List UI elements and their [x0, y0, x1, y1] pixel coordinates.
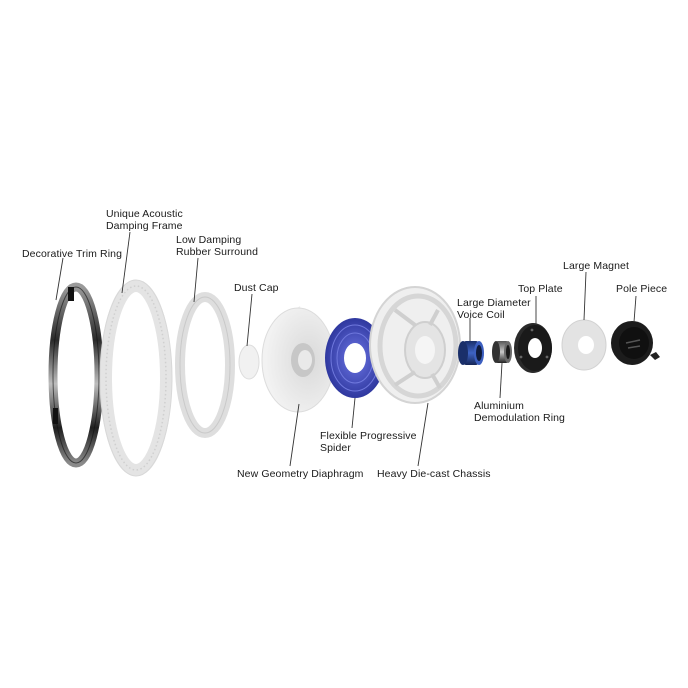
leader-diaphragm	[289, 403, 300, 467]
label-surround-line1: Low Damping	[176, 234, 242, 246]
label-diaphragm: New Geometry Diaphragm	[237, 468, 364, 480]
label-chassis: Heavy Die-cast Chassis	[377, 468, 491, 480]
demodulation-ring	[492, 341, 512, 363]
label-damping-frame-line2: Damping Frame	[106, 220, 183, 232]
voice-coil	[458, 341, 484, 365]
decorative-trim-ring	[48, 282, 104, 468]
leader-trim-ring	[55, 257, 64, 301]
label-voice-coil: Large Diameter Voice Coil	[457, 297, 531, 321]
leader-chassis	[417, 402, 429, 467]
leader-lines	[55, 231, 637, 467]
leader-spider	[351, 397, 356, 429]
leader-damping-frame	[121, 231, 131, 294]
pole-piece	[611, 321, 660, 365]
label-damping-frame: Unique Acoustic Damping Frame	[106, 208, 183, 232]
label-dust-cap: Dust Cap	[234, 282, 279, 294]
label-demod-ring: Aluminium Demodulation Ring	[474, 400, 565, 424]
die-cast-chassis	[369, 286, 461, 404]
leader-magnet	[583, 271, 587, 321]
label-top-plate: Top Plate	[518, 283, 563, 295]
acoustic-damping-frame	[99, 279, 173, 477]
label-magnet: Large Magnet	[563, 260, 629, 272]
dust-cap	[238, 344, 260, 380]
label-surround: Low Damping Rubber Surround	[176, 234, 258, 258]
label-demod-ring-line1: Aluminium	[474, 400, 524, 412]
label-voice-coil-line2: Voice Coil	[457, 309, 505, 321]
diaphragm-cone	[261, 306, 335, 413]
label-spider: Flexible Progressive Spider	[320, 430, 417, 454]
label-trim-ring: Decorative Trim Ring	[22, 248, 123, 260]
label-pole-piece: Pole Piece	[616, 283, 668, 295]
label-voice-coil-line1: Large Diameter	[457, 297, 531, 309]
leader-pole-piece	[633, 295, 637, 323]
label-damping-frame-line1: Unique Acoustic	[106, 208, 183, 220]
label-spider-line2: Spider	[320, 442, 351, 454]
top-plate	[514, 323, 552, 373]
large-magnet	[561, 319, 607, 371]
leader-dust-cap	[246, 293, 253, 347]
leader-demod-ring	[499, 362, 503, 399]
label-spider-line1: Flexible Progressive	[320, 430, 417, 442]
leader-surround	[193, 257, 199, 303]
label-surround-line2: Rubber Surround	[176, 246, 259, 258]
rubber-surround	[175, 292, 235, 438]
label-demod-ring-line2: Demodulation Ring	[474, 412, 566, 424]
